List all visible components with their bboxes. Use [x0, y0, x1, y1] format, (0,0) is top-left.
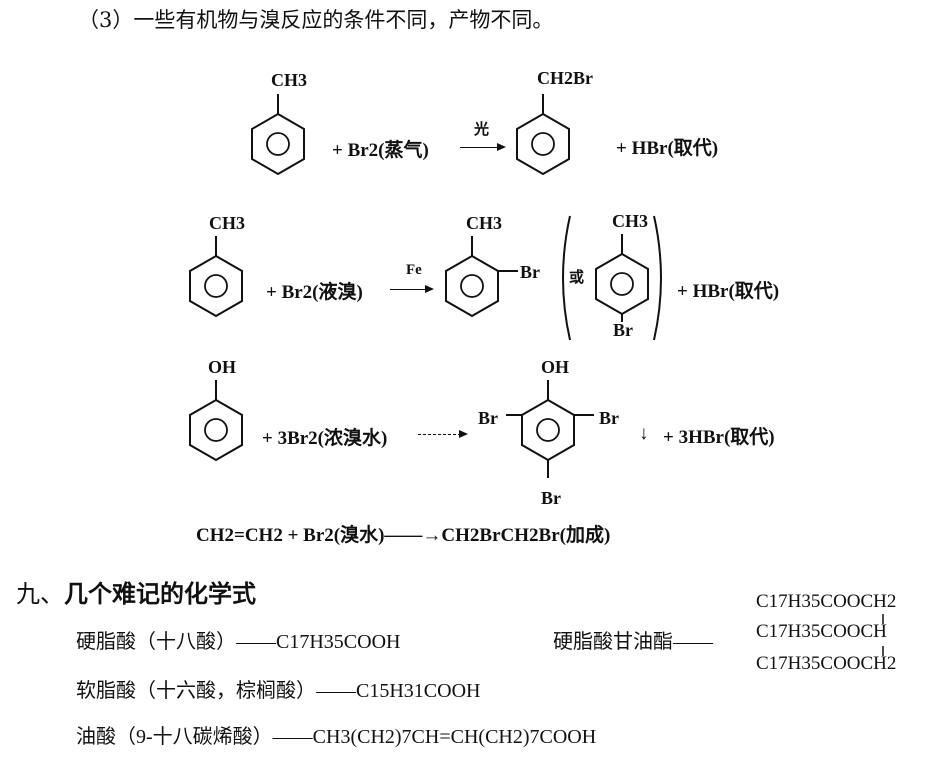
section-heading: 九、几个难记的化学式: [16, 574, 256, 609]
rxn3-reactant-substituent: OH: [208, 357, 237, 377]
formula-value: C17H35COOH: [276, 631, 401, 653]
formula-name: 硬脂酸（十八酸）——: [76, 631, 276, 653]
benzene-ring-icon: [506, 380, 594, 478]
rxn2-alt-substituent-bottom: Br: [613, 320, 633, 340]
rxn1-condition: 光: [474, 122, 490, 138]
right-paren-icon: [653, 215, 662, 341]
rxn2-alt-substituent-top: CH3: [612, 211, 648, 231]
rxn2-condition: Fe: [406, 262, 422, 278]
rxn1-byproduct: + HBr(取代): [616, 138, 719, 159]
benzene-ring-icon: [251, 94, 305, 176]
rxn3-product-substituent-left: Br: [478, 408, 498, 428]
rxn2-reagent: + Br2(液溴): [266, 282, 363, 303]
rxn2-byproduct: + HBr(取代): [677, 281, 780, 302]
reaction-arrow: [460, 143, 506, 151]
formula-value: C15H31COOH: [356, 680, 481, 702]
formula-line-oleic: 油酸（9-十八碳烯酸）——CH3(CH2)7CH=CH(CH2)7COOH: [76, 720, 596, 749]
formula-line-stearic: 硬脂酸（十八酸）——C17H35COOH: [76, 625, 400, 654]
formula-name: 软脂酸（十六酸，棕榈酸）——: [76, 680, 356, 702]
rxn2-reactant-substituent: CH3: [209, 213, 245, 233]
formula-name: 油酸（9-十八碳烯酸）——: [76, 726, 313, 748]
left-paren-icon: [562, 215, 571, 341]
rxn2-or: 或: [569, 270, 585, 286]
benzene-ring-icon: [516, 94, 570, 176]
rxn1-product-substituent: CH2Br: [537, 68, 593, 88]
formula-value: CH3(CH2)7CH=CH(CH2)7COOH: [312, 726, 597, 748]
glyceride-line-1: C17H35COOCH2: [756, 591, 897, 612]
section-title: 几个难记的化学式: [64, 579, 256, 608]
section-number: 九、: [16, 580, 64, 608]
intro-text: （3）一些有机物与溴反应的条件不同，产物不同。: [78, 8, 554, 32]
rxn1-reactant-substituent: CH3: [271, 70, 307, 90]
reaction-arrow: [418, 430, 468, 438]
benzene-ring-icon: [445, 236, 518, 318]
rxn3-reagent: + 3Br2(浓溴水): [262, 428, 388, 449]
glyceride-name: 硬脂酸甘油酯——: [553, 631, 713, 653]
benzene-ring-icon: [189, 380, 243, 462]
rxn3-product-substituent-bottom: Br: [541, 488, 561, 508]
rxn3-byproduct: + 3HBr(取代): [663, 427, 775, 448]
rxn1-reagent: + Br2(蒸气): [332, 140, 429, 161]
reaction-arrow: [390, 285, 434, 293]
glyceride-line-3: C17H35COOCH2: [756, 653, 897, 674]
glyceride-line-2: C17H35COOCH: [756, 621, 887, 642]
glyceride-bonds: [882, 614, 884, 656]
rxn2-product-substituent-top: CH3: [466, 213, 502, 233]
rxn4-equation: CH2=CH2 + Br2(溴水)——→CH2BrCH2Br(加成): [196, 525, 611, 546]
benzene-ring-icon: [189, 236, 243, 318]
rxn2-product-substituent-side: Br: [520, 262, 540, 282]
formula-line-palmitic: 软脂酸（十六酸，棕榈酸）——C15H31COOH: [76, 674, 480, 703]
precipitate-arrow-icon: ↓: [639, 423, 649, 444]
rxn3-product-substituent-right: Br: [599, 408, 619, 428]
benzene-ring-icon: [595, 234, 649, 322]
rxn3-product-substituent-top: OH: [541, 357, 570, 377]
